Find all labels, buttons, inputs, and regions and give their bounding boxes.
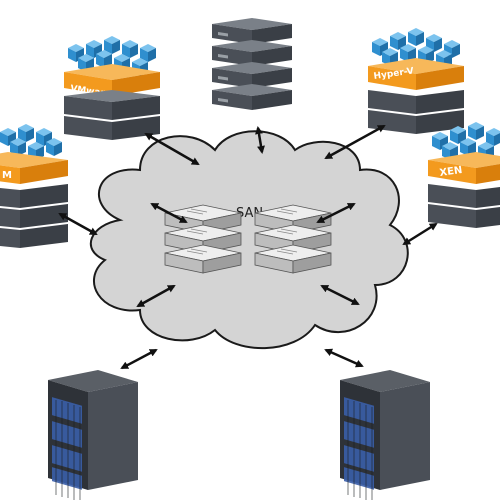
vmware-host: VMware <box>64 36 160 140</box>
rack-server-bottom-left <box>47 369 139 500</box>
arrow-bottom-left-rack-to-san <box>120 348 158 370</box>
server-top-center <box>212 18 292 110</box>
hyperv-host: Hyper-V <box>368 28 464 134</box>
arrow-xen-to-san <box>402 222 438 246</box>
san-storage-right <box>254 204 332 274</box>
arrow-internal-top-left <box>150 202 188 224</box>
arrow-vmware-to-san <box>144 132 200 166</box>
xen-host: XEN <box>428 122 500 228</box>
arrow-internal-top-right <box>316 202 356 224</box>
arrow-internal-bottom-right <box>320 284 360 306</box>
hypervisor-label-xen: XEN <box>439 165 463 179</box>
arrow-hyperv-to-san <box>324 124 386 160</box>
rack-server-bottom-right <box>339 369 431 500</box>
san-cloud <box>89 130 409 350</box>
arrow-left-host-to-san <box>58 212 98 236</box>
arrow-top-server-to-san <box>255 126 265 154</box>
arrow-internal-bottom-left <box>136 284 176 308</box>
partial-host-left: M <box>0 124 68 248</box>
hypervisor-label-partial: M <box>2 170 12 181</box>
arrow-bottom-right-rack-to-san <box>324 348 364 368</box>
san-storage-left <box>164 204 242 274</box>
